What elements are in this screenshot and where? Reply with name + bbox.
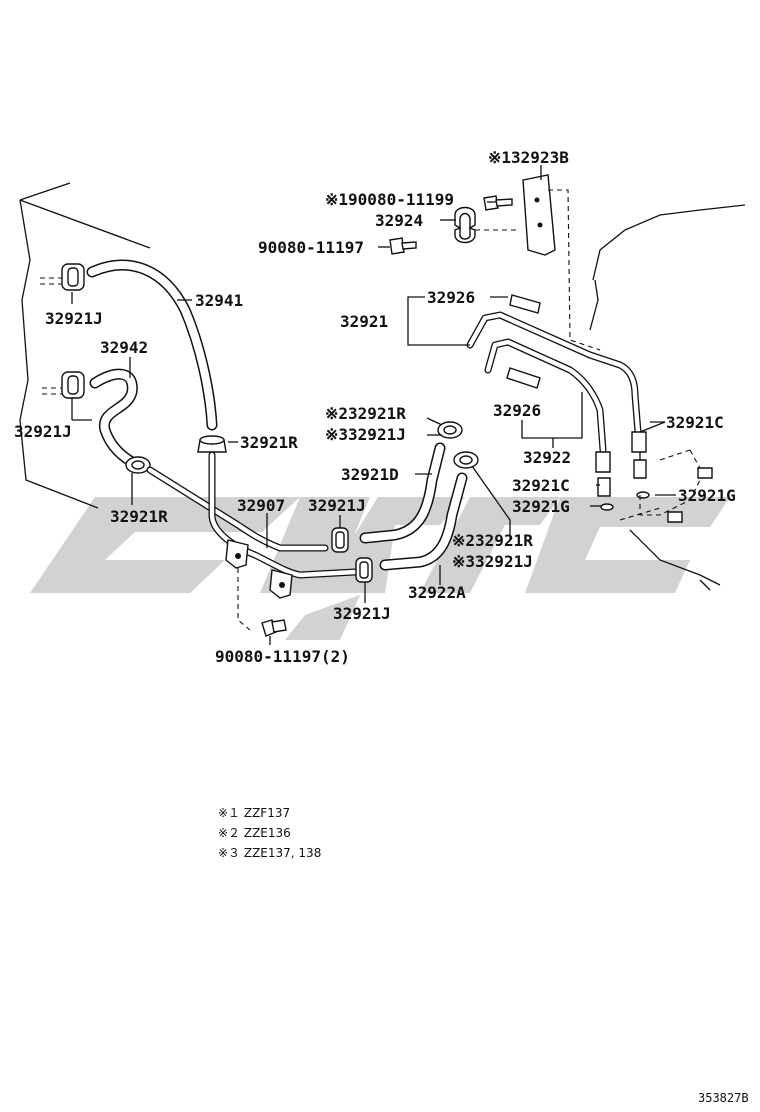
clamp-32921J-upper-left bbox=[40, 263, 85, 291]
label-32926-lower: 32926 bbox=[493, 401, 541, 420]
figure-reference: 353827B bbox=[698, 1091, 749, 1105]
note-3: ※３ ZZE137, 138 bbox=[218, 846, 321, 860]
tube-32922 bbox=[484, 338, 607, 454]
label-32922A: 32922A bbox=[408, 583, 466, 602]
note-1: ※１ ZZF137 bbox=[218, 806, 290, 820]
hose-32921D bbox=[359, 442, 446, 544]
clamp-32921J-mid-left bbox=[42, 371, 85, 399]
union-32921C-right bbox=[631, 431, 647, 479]
label-90080-11197-upper: 90080-11197 bbox=[258, 238, 364, 257]
label-32921J-bottom: 32921J bbox=[333, 604, 391, 623]
label-32921R-mid: 32921R bbox=[240, 433, 298, 452]
label-32921D: 32921D bbox=[341, 465, 399, 484]
clamp-32924 bbox=[454, 206, 476, 244]
part-labels: ※132923B ※190080-11199 32924 90080-11197… bbox=[14, 148, 736, 666]
label-90080-11199: ※190080-11199 bbox=[325, 190, 454, 209]
engine-outline bbox=[19, 182, 151, 509]
note-2: ※２ ZZE136 bbox=[218, 826, 291, 840]
clamp-32921R-lower bbox=[453, 451, 479, 469]
clamp-32921R-left bbox=[125, 456, 151, 474]
fitting-targets bbox=[619, 449, 713, 523]
hose-32941 bbox=[86, 259, 218, 431]
pipe-32907 bbox=[146, 451, 359, 631]
label-32921C-right: 32921C bbox=[666, 413, 724, 432]
label-32921R-lower: ※232921R bbox=[452, 531, 533, 550]
clamp-32921R-upper bbox=[437, 421, 463, 439]
label-32921R-upper: ※232921R bbox=[325, 404, 406, 423]
hose-32926-lower bbox=[506, 367, 541, 389]
label-32921G-right: 32921G bbox=[678, 486, 736, 505]
hose-32922A bbox=[379, 472, 468, 571]
union-32921C-lower bbox=[595, 451, 611, 497]
label-32921R-left: 32921R bbox=[110, 507, 168, 526]
label-32922: 32922 bbox=[523, 448, 571, 467]
label-32942: 32942 bbox=[100, 338, 148, 357]
label-32924: 32924 bbox=[375, 211, 423, 230]
leader-lines bbox=[71, 165, 676, 645]
hose-32942 bbox=[89, 368, 138, 468]
label-32921J-lower: ※332921J bbox=[452, 552, 533, 571]
bolt-90080-11199 bbox=[483, 195, 513, 211]
clamp-32921R-mid bbox=[197, 435, 227, 453]
label-32926-upper: 32926 bbox=[427, 288, 475, 307]
label-32921: 32921 bbox=[340, 312, 388, 331]
label-32941: 32941 bbox=[195, 291, 243, 310]
gasket-32921G-lower bbox=[600, 503, 614, 511]
gasket-32921G-right bbox=[636, 491, 650, 499]
clamp-32921J-mid bbox=[331, 527, 349, 553]
tube-32921 bbox=[466, 311, 642, 436]
hose-32926-upper bbox=[509, 294, 541, 314]
transmission-outline bbox=[589, 204, 746, 591]
label-32921J-upper-mid: ※332921J bbox=[325, 425, 406, 444]
bolt-90080-11197-upper bbox=[389, 237, 417, 255]
label-32907: 32907 bbox=[237, 496, 285, 515]
bracket-32923B bbox=[522, 174, 601, 351]
label-32921J-upper: 32921J bbox=[45, 309, 103, 328]
label-32921J-left: 32921J bbox=[14, 422, 72, 441]
clamp-32921J-bottom bbox=[355, 557, 373, 583]
bolt-90080-11197-lower bbox=[261, 619, 287, 637]
label-32921J-mid: 32921J bbox=[308, 496, 366, 515]
label-32921G-lower: 32921G bbox=[512, 497, 570, 516]
label-32923B: ※132923B bbox=[488, 148, 569, 167]
label-90080-11197-lower: 90080-11197(2) bbox=[215, 647, 350, 666]
applicability-notes: ※１ ZZF137 ※２ ZZE136 ※３ ZZE137, 138 bbox=[218, 806, 321, 860]
label-32921C-lower: 32921C bbox=[512, 476, 570, 495]
